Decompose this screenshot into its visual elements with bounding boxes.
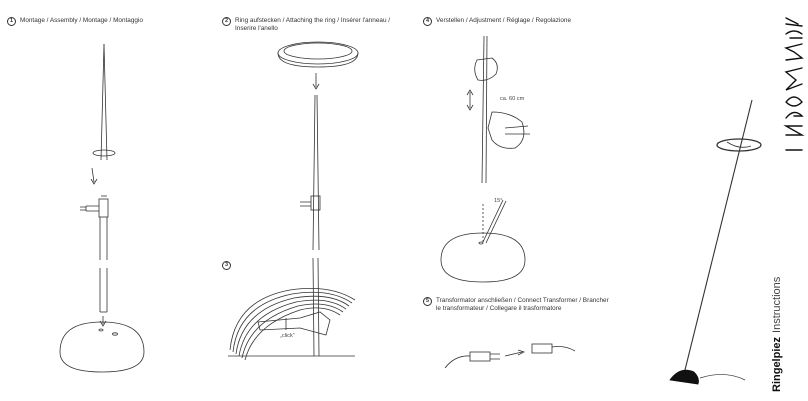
brand-signature — [783, 17, 805, 151]
step-3-ring-closeup-illustration — [228, 257, 356, 361]
step-1-base-illustration — [59, 268, 145, 373]
click-note: „click“ — [280, 333, 295, 339]
step-1-number: 1 — [7, 17, 16, 26]
step-4-adjustment-illustration — [466, 35, 530, 184]
step-5-plug-illustration — [444, 343, 576, 369]
step-1-label: Montage / Assembly / Montage / Montaggio — [20, 17, 143, 24]
step-5-heading: 5 Transformator anschließen / Connect Tr… — [423, 297, 609, 313]
height-note: ca. 60 cm — [500, 96, 525, 102]
step-1-top-rod-illustration — [90, 43, 116, 185]
step-3-heading: 3 — [222, 261, 231, 270]
step-4-base-illustration — [440, 199, 526, 283]
step-2-ring-illustration — [277, 41, 359, 251]
step-2-heading: 2 Ring aufstecken / Attaching the ring /… — [222, 17, 390, 33]
document-type: Instructions — [771, 276, 783, 333]
step-4-label: Verstellen / Adjustment / Réglage / Rego… — [436, 17, 571, 24]
step-1-connector-illustration — [80, 195, 109, 260]
step-5-number: 5 — [423, 297, 432, 306]
step-2-label-line1: Ring aufstecken / Attaching the ring / I… — [235, 17, 391, 24]
step-5-label-line2: le transformateur / Collegare il trasfor… — [436, 305, 562, 312]
side-lamp-illustration — [669, 99, 762, 385]
step-1-heading: 1 Montage / Assembly / Montage / Montagg… — [7, 17, 143, 26]
step-3-number: 3 — [222, 261, 231, 270]
step-2-label-line2: Inserire l'anello — [235, 25, 278, 32]
product-name: Ringelpiez — [771, 336, 783, 392]
step-4-number: 4 — [423, 17, 432, 26]
step-2-number: 2 — [222, 17, 231, 26]
side-title: Ringelpiez Instructions — [771, 277, 783, 392]
angle-note: 15° — [494, 198, 503, 204]
step-4-heading: 4 Verstellen / Adjustment / Réglage / Re… — [423, 17, 571, 26]
step-5-label-line1: Transformator anschließen / Connect Tran… — [436, 297, 609, 304]
